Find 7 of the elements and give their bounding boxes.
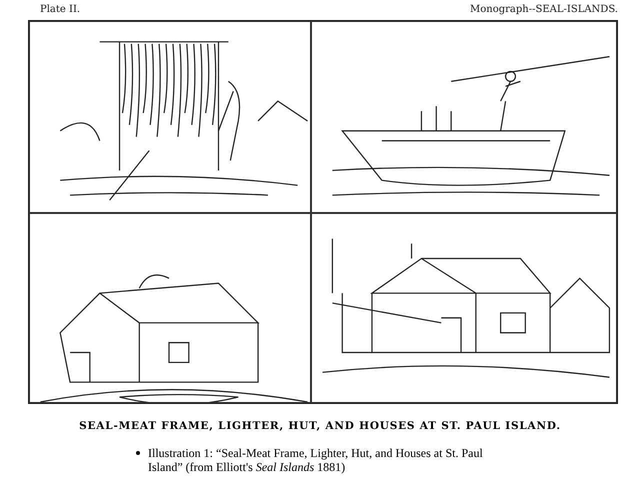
- illustration-panel: [29, 213, 311, 403]
- caption: Illustration 1: “Seal-Meat Frame, Lighter, Hut, and Houses at St. Paul Island” (from Elliott's Seal Islands 1881): [148, 446, 518, 474]
- illustration-panel: [311, 21, 617, 213]
- illustration-panel: [29, 21, 311, 213]
- illustration-panel: [311, 213, 617, 403]
- plate-number: Plate II.: [40, 4, 80, 15]
- plate-title: SEAL-MEAT FRAME, LIGHTER, HUT, AND HOUSES AT ST. PAUL ISLAND.: [78, 420, 562, 432]
